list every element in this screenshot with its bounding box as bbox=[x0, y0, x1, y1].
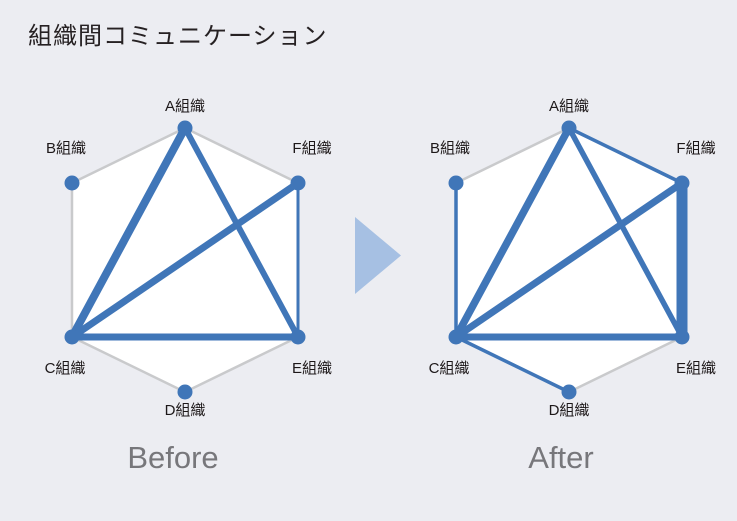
arrow-triangle bbox=[355, 217, 401, 294]
edge-C-D bbox=[455, 335, 570, 394]
edge-C-A bbox=[68, 126, 189, 339]
node-label-B: B組織 bbox=[46, 140, 86, 157]
node-label-A: A組織 bbox=[165, 98, 205, 115]
after-caption: After bbox=[528, 440, 594, 475]
node-label-B: B組織 bbox=[430, 140, 470, 157]
node-C bbox=[64, 329, 80, 345]
node-label-D: D組織 bbox=[549, 402, 590, 419]
node-label-C: C組織 bbox=[45, 360, 86, 377]
edge-A-F bbox=[568, 126, 683, 185]
after-hexagon-chart: A組織 B組織 C組織 D組織 E組織 F組織 bbox=[429, 98, 716, 419]
before-caption: Before bbox=[127, 440, 219, 475]
node-D bbox=[177, 384, 193, 400]
edge-A-E bbox=[566, 126, 685, 339]
node-D bbox=[561, 384, 577, 400]
node-label-E: E組織 bbox=[676, 360, 716, 377]
node-E bbox=[674, 329, 690, 345]
node-label-F: F組織 bbox=[292, 140, 331, 157]
node-B bbox=[64, 175, 80, 191]
node-label-E: E組織 bbox=[292, 360, 332, 377]
node-A bbox=[561, 120, 577, 136]
before-hexagon-chart: A組織 B組織 C組織 D組織 E組織 F組織 bbox=[45, 98, 332, 419]
node-F bbox=[674, 175, 690, 191]
edge-C-F bbox=[454, 180, 684, 340]
after-network-diagram: A組織 B組織 C組織 D組織 E組織 F組織 bbox=[404, 90, 734, 420]
edge-C-A bbox=[452, 126, 573, 339]
edge-C-F bbox=[70, 180, 300, 340]
node-C bbox=[448, 329, 464, 345]
before-network-diagram: A組織 B組織 C組織 D組織 E組織 F組織 bbox=[20, 90, 350, 420]
node-label-F: F組織 bbox=[676, 140, 715, 157]
edge-A-E bbox=[182, 126, 301, 339]
node-label-D: D組織 bbox=[165, 402, 206, 419]
node-label-C: C組織 bbox=[429, 360, 470, 377]
page-title: 組織間コミュニケーション bbox=[28, 23, 328, 50]
node-label-A: A組織 bbox=[549, 98, 589, 115]
node-F bbox=[290, 175, 306, 191]
node-E bbox=[290, 329, 306, 345]
transition-arrow-icon bbox=[355, 217, 401, 294]
node-B bbox=[448, 175, 464, 191]
node-A bbox=[177, 120, 193, 136]
